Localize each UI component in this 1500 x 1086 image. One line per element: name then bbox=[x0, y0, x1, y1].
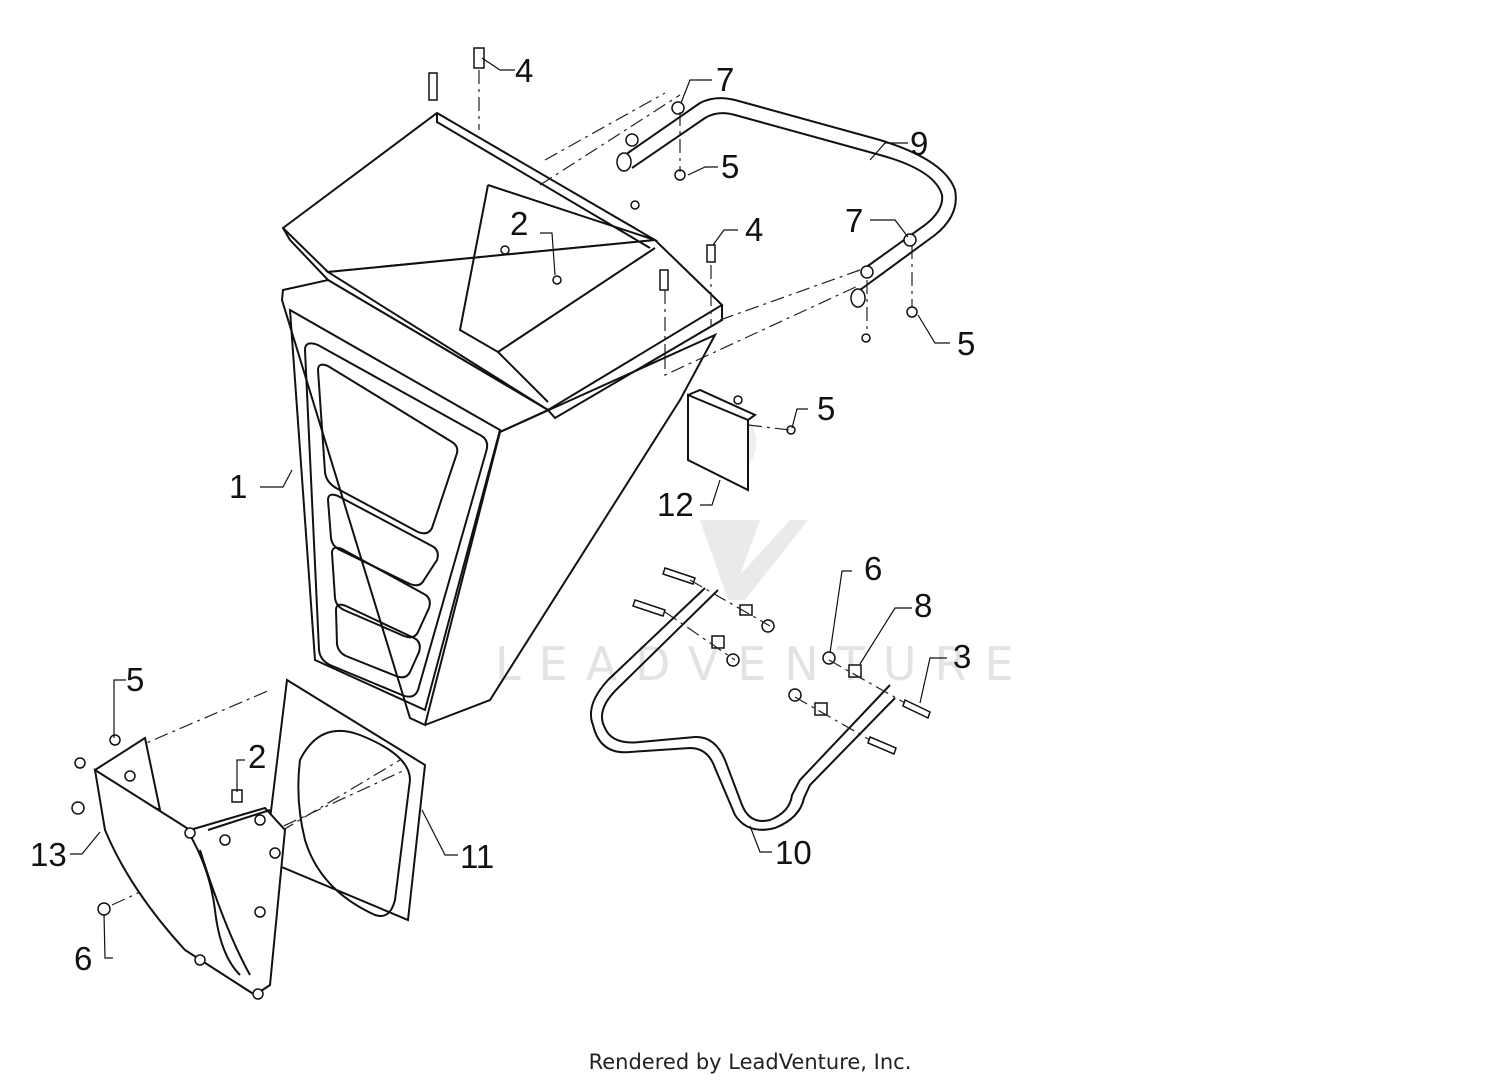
callout-11: 11 bbox=[460, 838, 494, 875]
chute-shield bbox=[111, 678, 427, 922]
callout-7-right: 7 bbox=[845, 202, 863, 239]
callout-10: 10 bbox=[775, 834, 812, 871]
callout-4-top: 4 bbox=[515, 52, 533, 89]
watermark: LEADVENTURE bbox=[495, 410, 1032, 691]
callout-5-handle-left: 5 bbox=[721, 148, 739, 185]
hardware-top bbox=[428, 47, 918, 355]
plate-12 bbox=[687, 388, 796, 492]
callout-2-top: 2 bbox=[510, 205, 528, 242]
support-bar bbox=[589, 567, 931, 831]
hopper-assembly bbox=[280, 111, 724, 727]
handle-bar bbox=[539, 92, 957, 376]
callout-13: 13 bbox=[30, 836, 67, 873]
footer-credit: Rendered by LeadVenture, Inc. bbox=[588, 1050, 912, 1074]
callout-9: 9 bbox=[910, 125, 928, 162]
callout-labels: 1 2 2 3 4 4 5 5 5 5 6 6 7 7 8 9 10 11 12… bbox=[30, 52, 975, 977]
watermark-text: LEADVENTURE bbox=[495, 637, 1032, 691]
callout-6-chute: 6 bbox=[74, 940, 92, 977]
callout-5-chute: 5 bbox=[126, 661, 144, 698]
callout-6-bar: 6 bbox=[864, 550, 882, 587]
callout-5-handle-right: 5 bbox=[957, 325, 975, 362]
callout-2-bottom: 2 bbox=[248, 738, 266, 775]
leader-lines bbox=[70, 57, 950, 959]
callout-12: 12 bbox=[657, 486, 694, 523]
callout-5-plate: 5 bbox=[817, 390, 835, 427]
lower-chute bbox=[71, 734, 287, 1000]
callout-3: 3 bbox=[953, 638, 971, 675]
callout-1: 1 bbox=[229, 468, 247, 505]
callout-8: 8 bbox=[914, 587, 932, 624]
callout-7-left: 7 bbox=[716, 61, 734, 98]
callout-4-right: 4 bbox=[745, 211, 763, 248]
